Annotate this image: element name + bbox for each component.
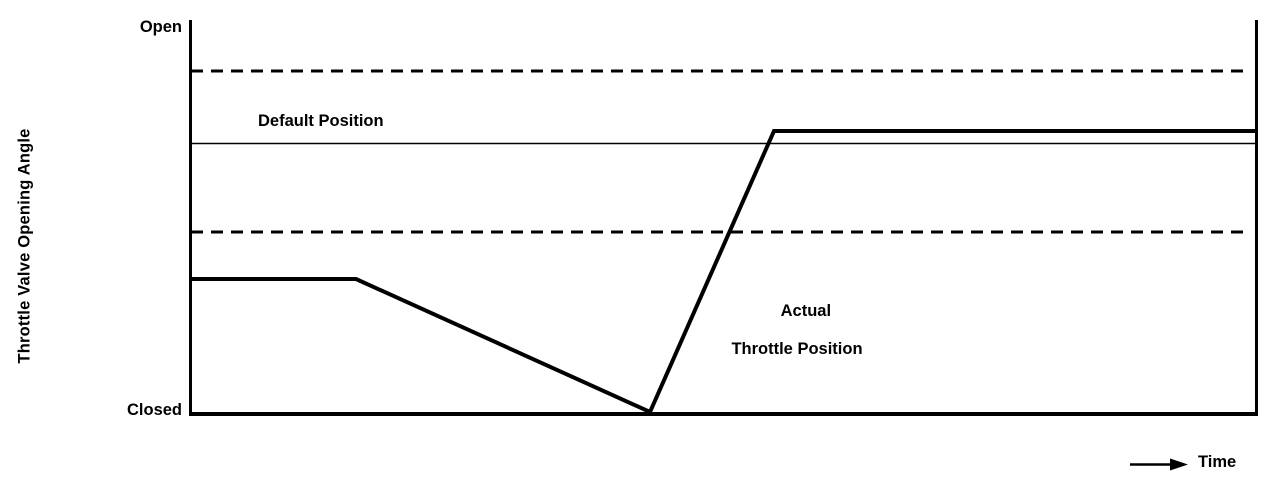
- actual-throttle-position-curve: [190, 129, 1257, 415]
- y-tick-label-closed: Closed: [126, 401, 182, 419]
- actual-label-line-1: Actual: [780, 301, 832, 320]
- actual-label-line-2: Throttle Position: [731, 339, 863, 358]
- y-axis-title: Throttle Valve Opening Angle: [15, 128, 34, 364]
- x-axis-title: Time: [1198, 453, 1237, 471]
- actual-throttle-position-label: Actual Throttle Position: [709, 283, 885, 397]
- y-tick-label-open: Open: [139, 18, 182, 36]
- right-arrow-icon: [1130, 458, 1188, 471]
- y-axis-title-container: Throttle Valve Opening Angle: [0, 0, 50, 492]
- default-position-label: Default Position: [258, 112, 384, 130]
